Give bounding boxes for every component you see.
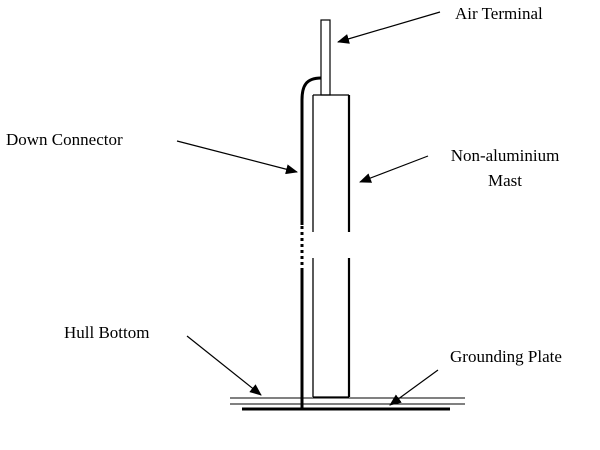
mast-arrow <box>359 155 429 183</box>
air-terminal-rod <box>320 19 331 96</box>
leader-arrows <box>176 11 441 406</box>
air-terminal-label: Air Terminal <box>455 4 543 23</box>
down-connector-label: Down Connector <box>6 130 123 149</box>
mast-label-line1: Non-aluminium <box>451 146 560 165</box>
hull-bottom-arrow <box>186 335 262 396</box>
hull-bottom-label: Hull Bottom <box>64 323 149 342</box>
mast-label-line2: Mast <box>488 171 522 190</box>
down-connector <box>300 76 322 410</box>
grounding-plate-arrow <box>389 369 439 406</box>
non-aluminium-mast <box>312 94 351 398</box>
down-connector-arrow <box>176 140 298 175</box>
air-terminal-arrow <box>337 11 441 44</box>
grounding-plate-label: Grounding Plate <box>450 347 562 366</box>
hull-bottom <box>230 397 465 405</box>
